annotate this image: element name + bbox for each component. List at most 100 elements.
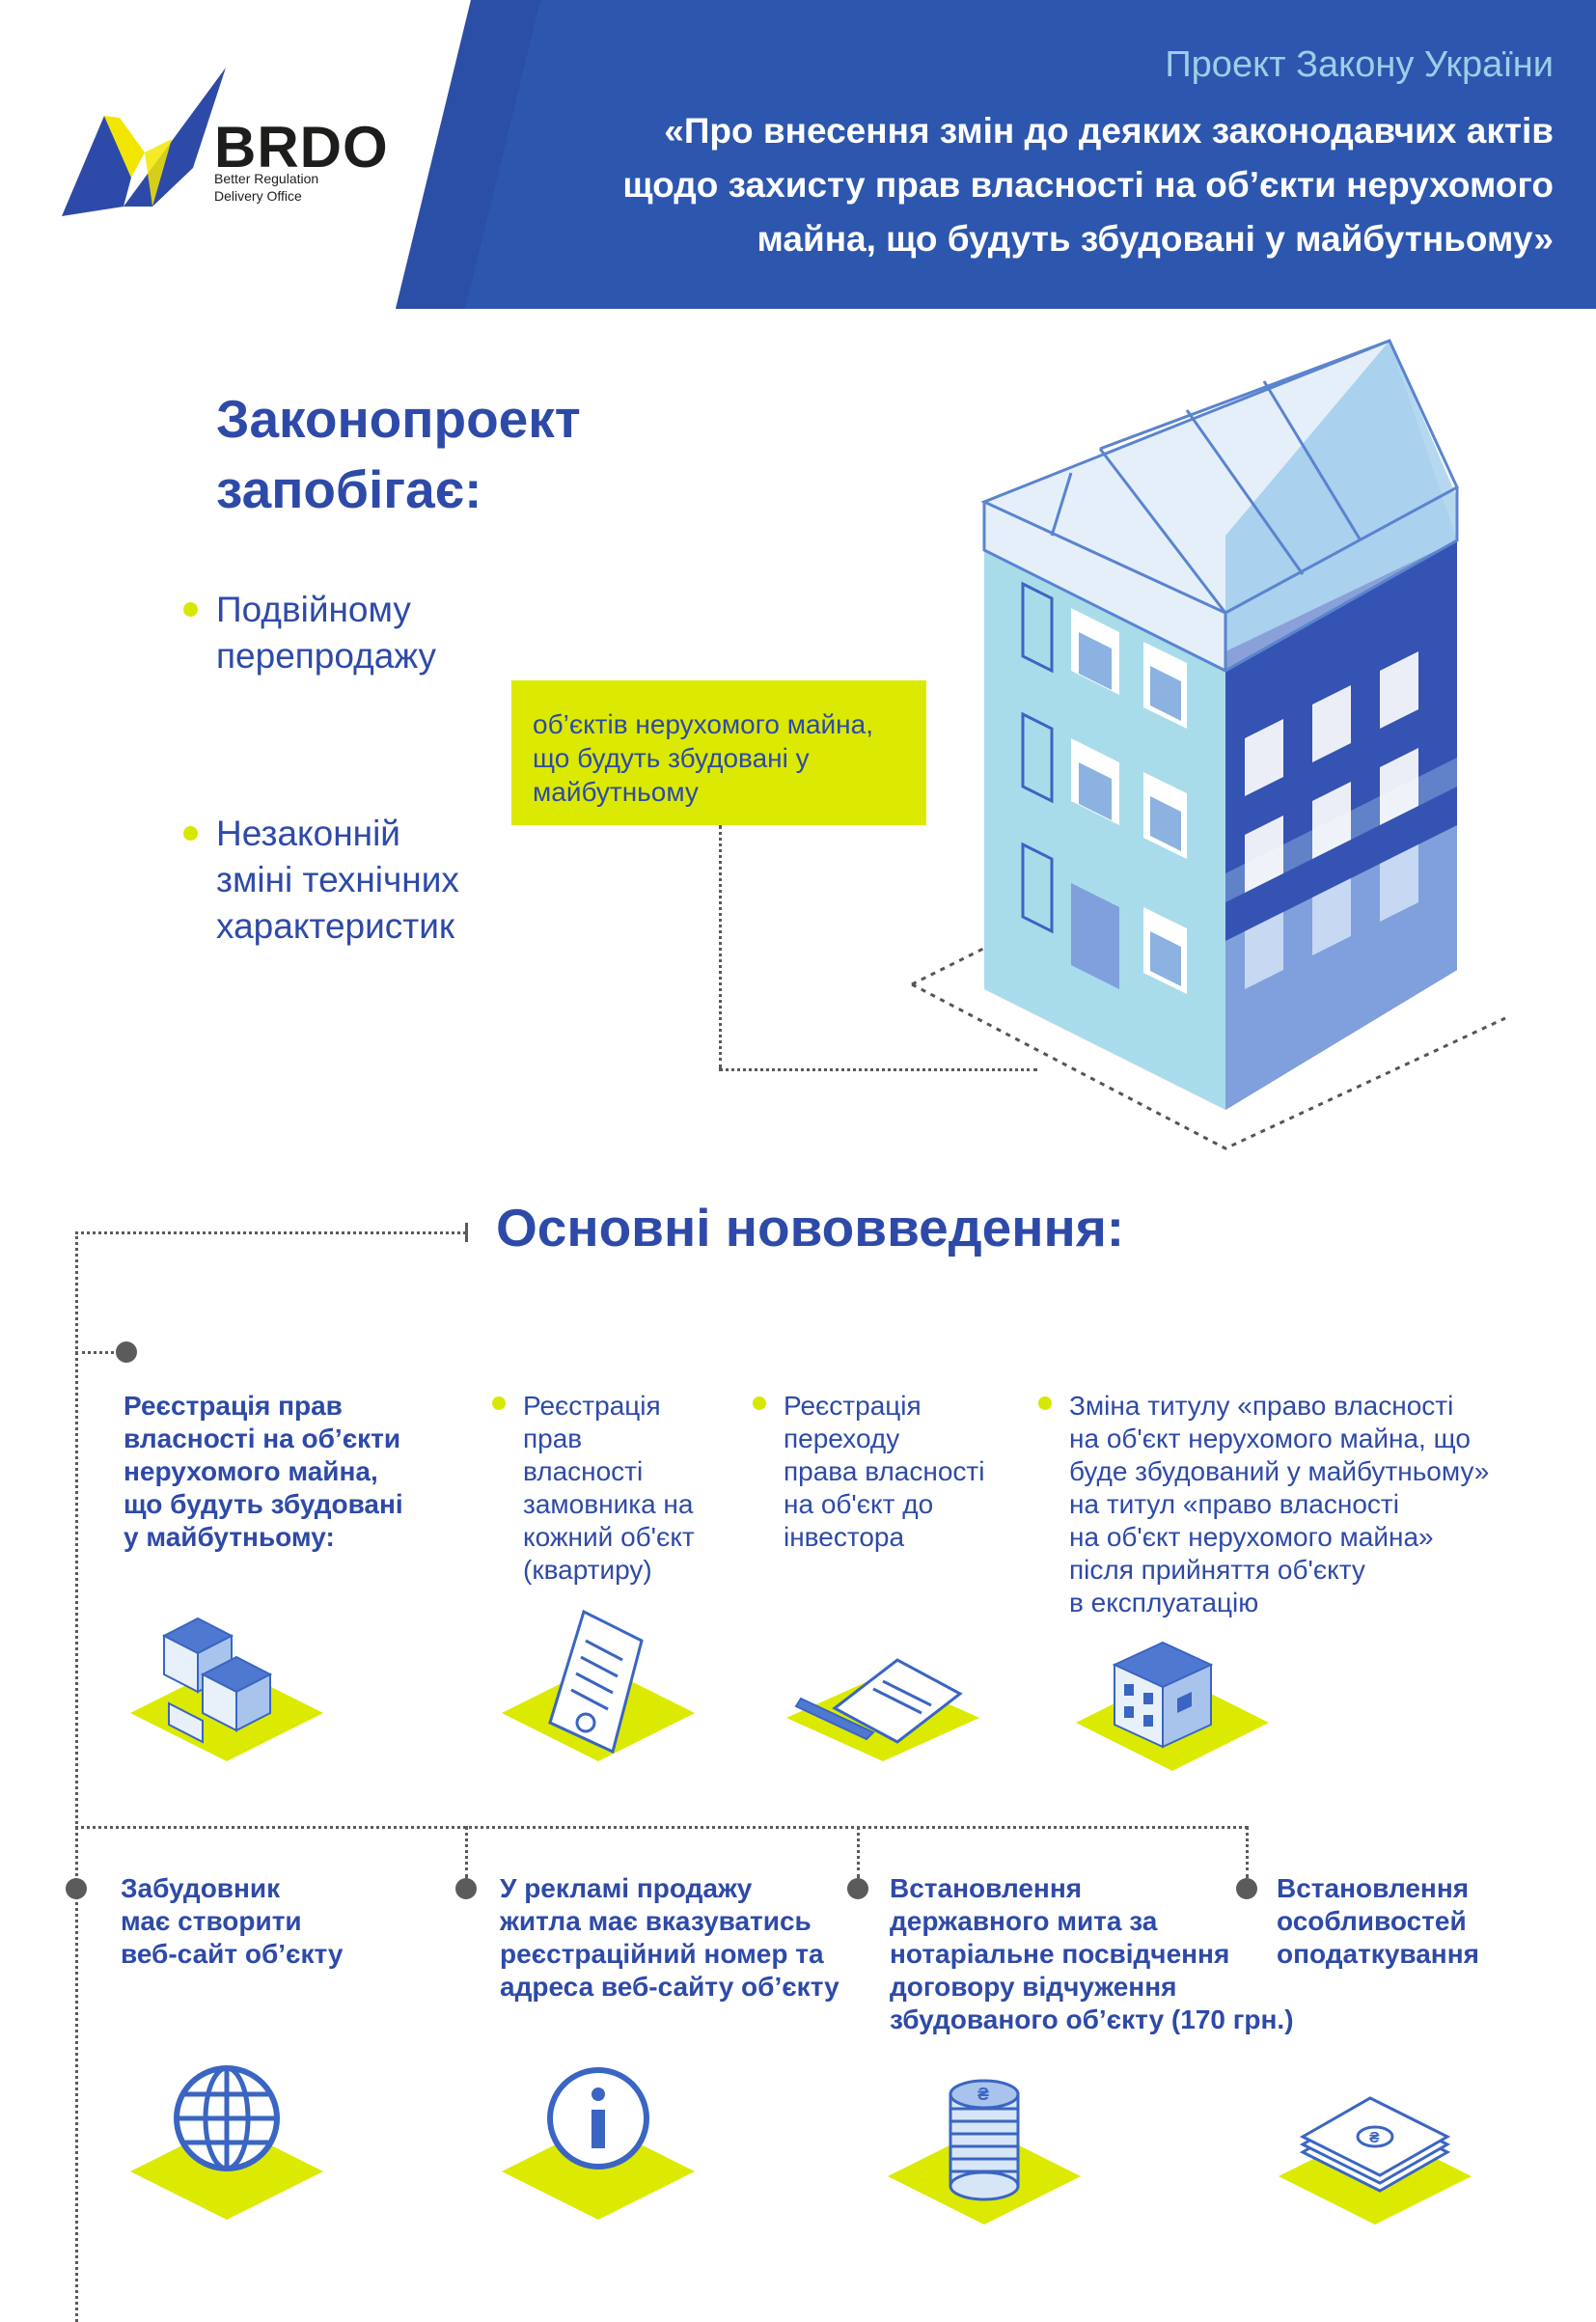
bullet-dot xyxy=(1038,1396,1052,1410)
prevents-item-resale: Подвійному перепродажу xyxy=(216,587,436,679)
timeline-node xyxy=(116,1341,137,1363)
item-line: власності xyxy=(523,1456,644,1486)
item-line: на об'єкт нерухомого майна» xyxy=(1069,1522,1434,1552)
feature-line: особливостей xyxy=(1277,1906,1467,1936)
timeline-branch xyxy=(465,1826,468,1878)
svg-text:₴: ₴ xyxy=(1369,2130,1380,2146)
header-title-line3: майна, що будуть збудовані у майбутньому… xyxy=(757,219,1554,259)
item-line: права власності xyxy=(784,1456,985,1486)
info-icon xyxy=(502,2067,695,2220)
callout-line: майбутньому xyxy=(533,777,699,807)
feature-line: нотаріальне посвідчення xyxy=(890,1939,1230,1969)
heading-line: нерухомого майна, xyxy=(124,1456,378,1486)
document-icon xyxy=(502,1609,695,1761)
heading-line: у майбутньому: xyxy=(124,1522,335,1552)
prevents-item-line: Незаконній xyxy=(216,814,400,853)
logo-subtitle-line1: Better Regulation xyxy=(214,171,319,186)
item-line: Зміна титулу «право власності xyxy=(1069,1391,1454,1421)
heading-line: що будуть збудовані xyxy=(124,1489,403,1519)
brdo-logo-mark xyxy=(62,68,226,216)
bullet-dot xyxy=(183,602,198,617)
bullet-dot xyxy=(183,826,198,841)
prevents-item-line: зміні технічних xyxy=(216,860,459,899)
heading-line: Реєстрація прав xyxy=(124,1391,343,1421)
feature-line: адреса веб-сайту об’єкту xyxy=(500,1972,839,2002)
item-line: прав xyxy=(523,1424,583,1453)
timeline-node xyxy=(455,1878,477,1899)
logo-subtitle: Better Regulation Delivery Office xyxy=(214,170,318,205)
feature-line: Встановлення xyxy=(1277,1873,1470,1903)
registration-item-owner: Реєстрація прав власності замовника на к… xyxy=(523,1390,695,1587)
timeline-horizontal xyxy=(75,1826,1248,1829)
house-icon xyxy=(1076,1641,1269,1771)
timeline-node xyxy=(1236,1878,1257,1899)
prevents-title: Законопроект запобігає: xyxy=(216,384,581,525)
banknotes-icon: ₴ xyxy=(1279,2096,1472,2225)
header-title-line2: щодо захисту прав власності на об’єкти н… xyxy=(622,165,1554,205)
header-title: «Про внесення змін до деяких законодавчи… xyxy=(492,104,1554,266)
item-line: переходу xyxy=(784,1424,900,1453)
feature-line: житла має вказуватись xyxy=(500,1906,812,1936)
coins-icon: ₴ xyxy=(888,2079,1081,2225)
header-subtitle: Проект Закону України xyxy=(1165,44,1554,85)
prevents-item-line: характеристик xyxy=(216,906,455,946)
feature-line: Забудовник xyxy=(121,1873,281,1903)
prevents-item-tech-changes: Незаконній зміні технічних характеристик xyxy=(216,811,459,950)
feature-website: Забудовник має створити веб-сайт об’єкту xyxy=(121,1872,344,1971)
item-line: кожний об'єкт xyxy=(523,1522,695,1552)
callout-connector xyxy=(719,1068,1037,1071)
feature-state-duty: Встановлення державного мита за нотаріал… xyxy=(890,1872,1294,2036)
svg-text:₴: ₴ xyxy=(977,2085,989,2104)
timeline-node xyxy=(66,1878,87,1899)
blocks-icon xyxy=(130,1617,323,1761)
feature-line: веб-сайт об’єкту xyxy=(121,1939,344,1969)
header-title-line1: «Про внесення змін до деяких законодавчи… xyxy=(664,111,1554,151)
item-line: (квартиру) xyxy=(523,1555,652,1585)
building-illustration xyxy=(911,339,1506,1150)
feature-line: має створити xyxy=(121,1906,302,1936)
item-line: на об'єкт до xyxy=(784,1489,934,1519)
callout-box: об’єктів нерухомого майна, що будуть збу… xyxy=(511,680,926,825)
feature-line: збудованого об’єкту (170 грн.) xyxy=(890,2004,1294,2034)
item-line: інвестора xyxy=(784,1522,905,1552)
timeline-node xyxy=(847,1878,868,1899)
item-line: замовника на xyxy=(523,1489,694,1519)
innovations-title: Основні нововведення: xyxy=(496,1198,1125,1258)
feature-line: оподаткування xyxy=(1277,1939,1479,1969)
feature-line: договору відчуження xyxy=(890,1972,1177,2002)
callout-line: що будуть збудовані у xyxy=(533,743,810,773)
item-line: на титул «право власності xyxy=(1069,1489,1399,1519)
prevents-item-line: перепродажу xyxy=(216,636,436,676)
timeline-spine xyxy=(75,1231,78,2322)
callout-connector xyxy=(719,825,722,1068)
feature-line: реєстраційний номер та xyxy=(500,1939,824,1969)
item-line: в експлуатацію xyxy=(1069,1588,1259,1617)
header-banner xyxy=(396,0,1596,309)
item-line: буде збудований у майбутньому» xyxy=(1069,1456,1490,1486)
item-line: Реєстрація xyxy=(784,1391,922,1421)
registration-heading: Реєстрація прав власності на об’єкти нер… xyxy=(124,1390,403,1554)
section-connector xyxy=(75,1231,466,1234)
prevents-title-line1: Законопроект xyxy=(216,389,581,449)
feature-line: Встановлення xyxy=(890,1873,1083,1903)
logo-wordmark: BRDO xyxy=(214,115,389,180)
logo-subtitle-line2: Delivery Office xyxy=(214,188,302,204)
callout-line: об’єктів нерухомого майна, xyxy=(533,709,873,739)
feature-advertising: У рекламі продажу житла має вказуватись … xyxy=(500,1872,839,2004)
heading-line: власності на об’єкти xyxy=(124,1424,401,1453)
feature-line: У рекламі продажу xyxy=(500,1873,753,1903)
bullet-dot xyxy=(753,1396,766,1410)
feature-line: державного мита за xyxy=(890,1906,1158,1936)
prevents-title-line2: запобігає: xyxy=(216,459,482,519)
globe-icon xyxy=(130,2065,323,2220)
timeline-branch xyxy=(1246,1826,1249,1878)
contract-signing-icon xyxy=(786,1658,979,1761)
item-line: Реєстрація xyxy=(523,1391,661,1421)
item-line: після прийняття об'єкту xyxy=(1069,1555,1365,1585)
bullet-dot xyxy=(492,1396,506,1410)
prevents-item-line: Подвійному xyxy=(216,590,411,629)
timeline-branch xyxy=(75,1351,125,1354)
registration-item-title-change: Зміна титулу «право власності на об'єкт … xyxy=(1069,1390,1489,1619)
feature-taxation: Встановлення особливостей оподаткування xyxy=(1277,1872,1479,1971)
section-connector-end xyxy=(465,1223,468,1242)
